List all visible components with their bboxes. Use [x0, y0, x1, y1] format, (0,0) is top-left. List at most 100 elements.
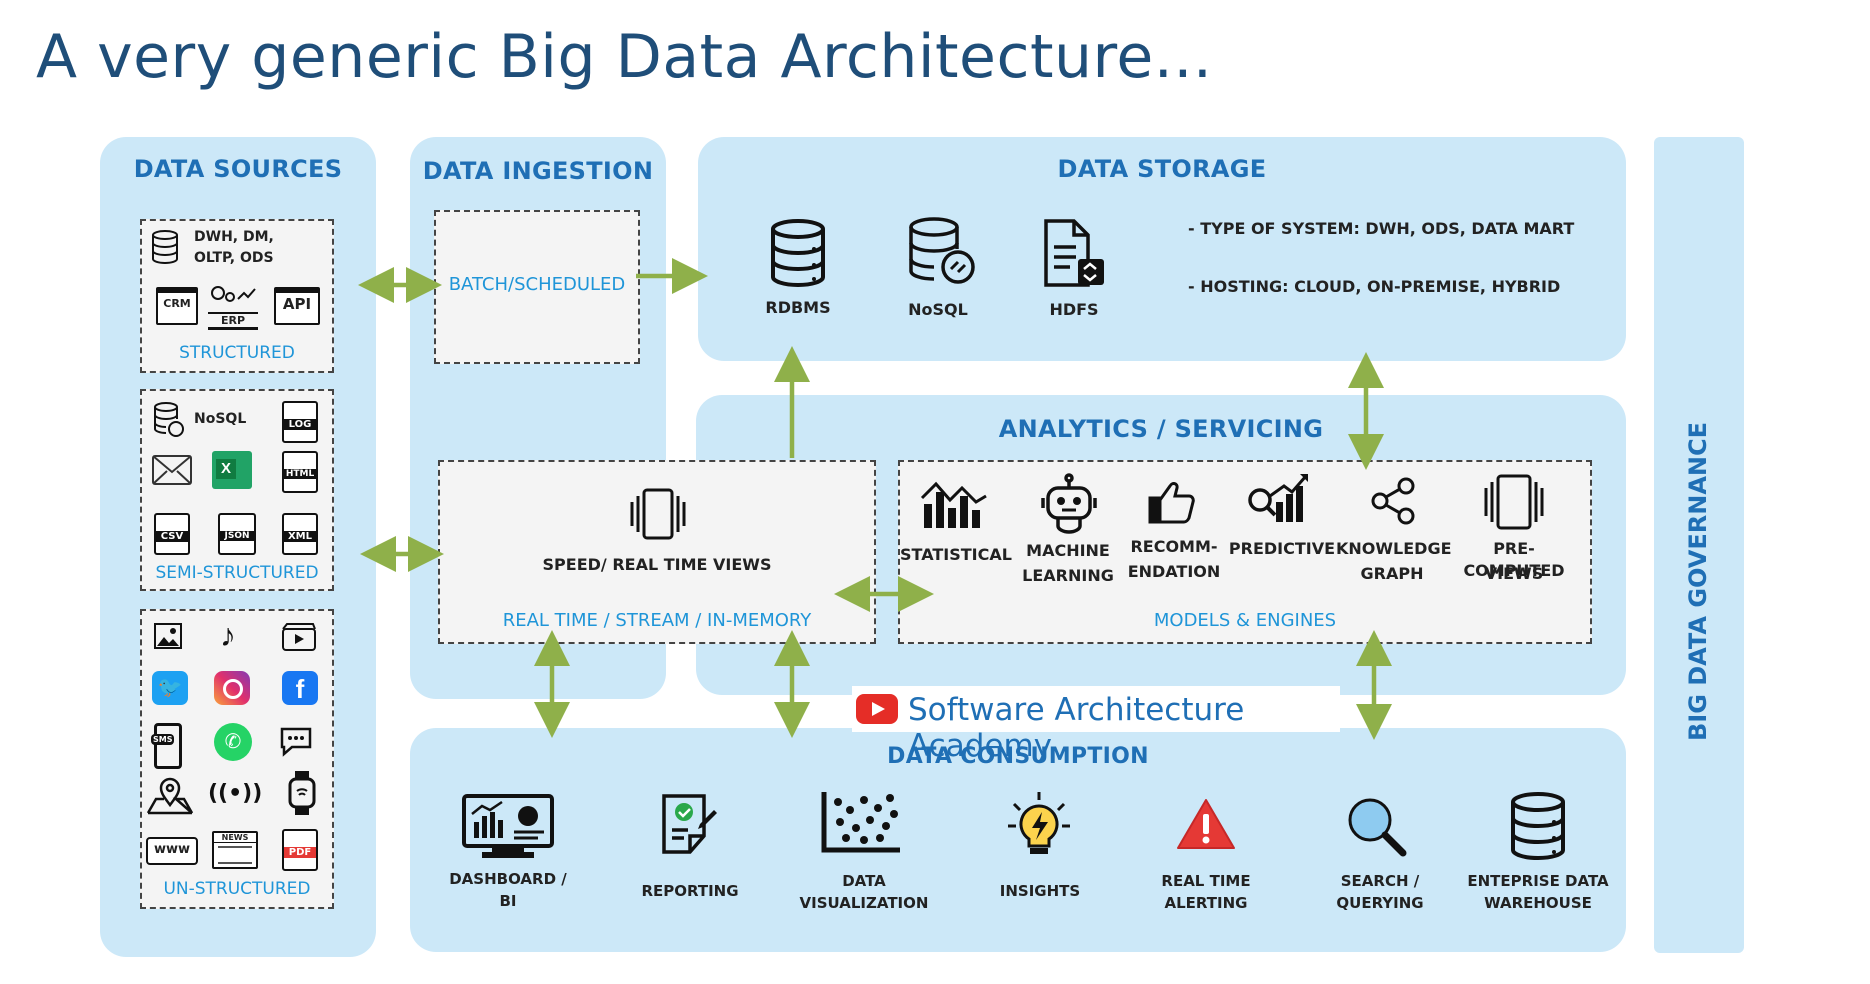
recommendation-icon	[1148, 482, 1195, 524]
pdf-text: PDF	[284, 847, 316, 858]
xml-text: XML	[284, 531, 316, 542]
unstructured-label: UN-STRUCTURED	[163, 879, 311, 899]
insights-label: INSIGHTS	[999, 882, 1081, 900]
real-time-alerting-label-1: REAL TIME	[1161, 872, 1251, 890]
dashboard-label-2: BI	[499, 892, 517, 910]
hdfs-label: HDFS	[1049, 300, 1099, 319]
excel-icon: X	[212, 451, 252, 489]
broadcast-icon: ((•))	[208, 781, 263, 806]
api-icon: API	[274, 287, 320, 325]
twitter-icon: 🐦	[152, 671, 188, 705]
pre-computed-label-2: VIEWS	[1484, 564, 1544, 583]
watermark-text: Software Architecture Academy	[908, 692, 1245, 764]
image-icon	[154, 623, 182, 649]
database-icon	[152, 230, 178, 265]
csv-text: CSV	[156, 531, 188, 542]
data-visualization-icon	[821, 792, 900, 853]
email-icon	[152, 455, 192, 485]
reporting-icon	[662, 794, 717, 854]
semi-structured-label: SEMI-STRUCTURED	[155, 563, 319, 583]
governance-panel: BIG DATA GOVERNANCE	[1654, 137, 1744, 953]
smartwatch-icon	[288, 771, 316, 815]
real-time-alerting-label-2: ALERTING	[1164, 894, 1248, 912]
dashboard-icon	[462, 794, 554, 858]
unstructured-box: ♪ 🐦 f SMS ✆ ((•)) www NEWS PDF UN-STRUCT…	[140, 609, 334, 909]
watermark: Software Architecture Academy	[852, 686, 1340, 764]
nosql-text: NoSQL	[194, 411, 247, 427]
news-text: NEWS	[214, 833, 256, 843]
reporting-label: REPORTING	[641, 882, 739, 900]
news-icon: NEWS	[212, 831, 258, 869]
facebook-icon: f	[282, 671, 318, 705]
pdf-file-icon: PDF	[282, 829, 318, 871]
data-consumption-heading: DATA CONSUMPTION	[887, 744, 1149, 769]
realtime-box: SPEED/ REAL TIME VIEWS REAL TIME / STREA…	[438, 460, 876, 644]
models-engines-box: STATISTICAL MACHINE LEARNING RECOMM- END…	[898, 460, 1592, 644]
youtube-play	[872, 702, 885, 716]
crm-text: CRM	[163, 297, 191, 310]
page-title: A very generic Big Data Architecture...	[36, 22, 1213, 92]
storage-note-type: - TYPE OF SYSTEM: DWH, ODS, DATA MART	[1188, 219, 1575, 238]
search-icon	[1348, 798, 1407, 857]
data-visualization-label-1: DATA	[842, 872, 886, 890]
sms-phone-icon: SMS	[151, 723, 182, 769]
erp-text: ERP	[208, 312, 258, 330]
analytics-heading: ANALYTICS / SERVICING	[998, 415, 1324, 443]
instagram-icon	[214, 671, 250, 705]
www-text: www	[153, 842, 191, 857]
recommendation-label-2: ENDATION	[1127, 562, 1221, 581]
nosql-storage-label: NoSQL	[908, 300, 968, 319]
location-pin-icon	[146, 777, 194, 815]
knowledge-graph-label-1: KNOWLEDGE	[1336, 539, 1452, 558]
dashboard-label-1: DASHBOARD /	[449, 870, 567, 888]
sms-text: SMS	[151, 734, 175, 745]
semi-structured-box: NoSQL LOG X HTML CSV JSON XML SEMI-STRUC…	[140, 389, 334, 591]
statistical-icon	[920, 481, 987, 528]
hdfs-icon	[1044, 219, 1104, 287]
data-consumption-panel: DATA CONSUMPTION DASHBOARD / BI REPORTIN…	[410, 728, 1626, 952]
recommendation-label-1: RECOMM-	[1130, 537, 1218, 556]
machine-learning-label-2: LEARNING	[1022, 566, 1114, 585]
storage-note-hosting: - HOSTING: CLOUD, ON-PREMISE, HYBRID	[1188, 277, 1561, 296]
predictive-icon	[1248, 474, 1308, 522]
rdbms-icon	[771, 219, 825, 288]
enterprise-warehouse-icon	[1511, 792, 1565, 861]
pre-computed-label-1: PRE-COMPUTED	[1463, 539, 1565, 580]
knowledge-graph-icon	[1371, 477, 1415, 525]
speed-views-label: SPEED/ REAL TIME VIEWS	[542, 555, 772, 574]
alert-icon	[1177, 799, 1235, 849]
whatsapp-icon: ✆	[214, 723, 252, 761]
www-icon: www	[146, 837, 198, 865]
erp-icon: ERP	[208, 283, 258, 330]
batch-label: BATCH/SCHEDULED	[448, 274, 626, 295]
machine-learning-icon	[1041, 473, 1097, 534]
xml-file-icon: XML	[282, 513, 318, 555]
search-querying-label-1: SEARCH /	[1340, 872, 1420, 890]
statistical-label: STATISTICAL	[900, 545, 1012, 564]
erp-gears-icon	[211, 286, 256, 302]
html-file-icon: HTML	[282, 451, 318, 493]
machine-learning-label-1: MACHINE	[1026, 541, 1110, 560]
structured-label: STRUCTURED	[179, 343, 295, 363]
json-text: JSON	[220, 531, 254, 541]
html-text: HTML	[284, 469, 316, 479]
excel-x-text: X	[216, 459, 236, 479]
data-storage-panel: DATA STORAGE RDBMS NoSQL HDFS - TYPE OF …	[698, 137, 1626, 361]
knowledge-graph-label-2: GRAPH	[1360, 564, 1424, 583]
crm-icon: CRM	[156, 287, 198, 325]
data-storage-heading: DATA STORAGE	[1057, 155, 1267, 183]
realtime-label: REAL TIME / STREAM / IN-MEMORY	[502, 610, 812, 631]
music-icon: ♪	[220, 617, 236, 653]
log-file-icon: LOG	[282, 401, 318, 443]
search-querying-label-2: QUERYING	[1336, 894, 1424, 912]
batch-box: BATCH/SCHEDULED	[434, 210, 640, 364]
enterprise-warehouse-label-2: WAREHOUSE	[1484, 894, 1592, 912]
rdbms-label: RDBMS	[765, 298, 831, 317]
nosql-icon	[909, 217, 975, 284]
data-visualization-label-2: VISUALIZATION	[799, 894, 929, 912]
log-text: LOG	[284, 419, 316, 430]
speed-views-icon	[630, 488, 686, 540]
structured-db-text-1: DWH, DM,	[194, 229, 274, 245]
data-sources-heading: DATA SOURCES	[133, 155, 343, 183]
predictive-label: PREDICTIVE	[1228, 539, 1336, 558]
